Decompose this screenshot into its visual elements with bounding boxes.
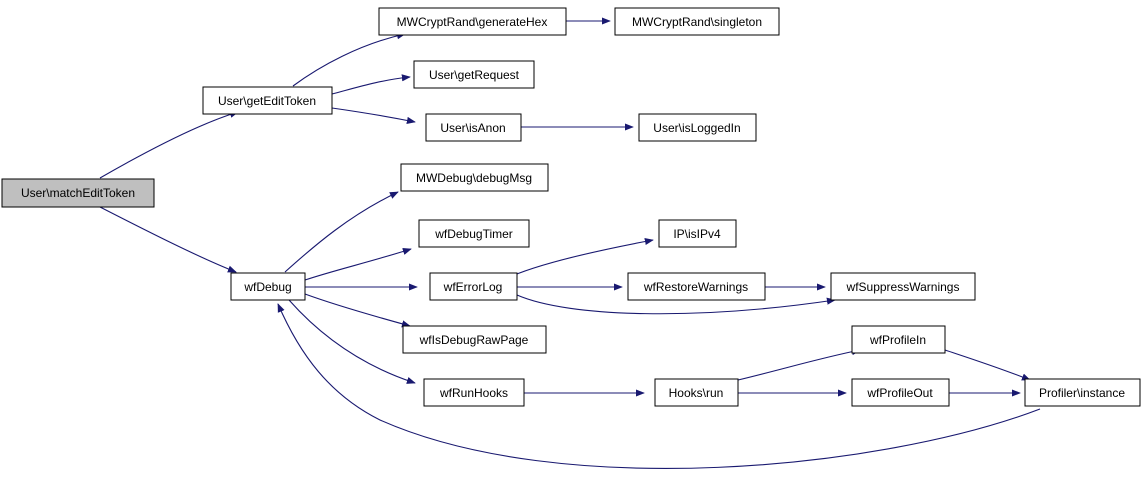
node-label: wfRestoreWarnings xyxy=(643,280,748,294)
node-user-getrequest[interactable]: User\getRequest xyxy=(413,60,535,89)
node-label: wfDebugTimer xyxy=(434,227,513,241)
edge-getedittoken-isanon xyxy=(331,107,416,124)
edge-matchedittoken-wfdebug xyxy=(99,206,237,273)
node-label: User\getEditToken xyxy=(218,94,316,108)
node-wfprofilein[interactable]: wfProfileIn xyxy=(851,325,946,354)
node-user-isanon[interactable]: User\isAnon xyxy=(425,113,522,142)
node-label: IP\isIPv4 xyxy=(673,227,721,241)
node-label: wfProfileOut xyxy=(866,386,933,400)
node-label: User\matchEditToken xyxy=(21,186,135,200)
node-user-getedittoken[interactable]: User\getEditToken xyxy=(202,86,333,115)
node-wfdebugtimer[interactable]: wfDebugTimer xyxy=(418,219,530,248)
node-label: wfErrorLog xyxy=(443,280,503,294)
node-mwcryptrand-generatehex[interactable]: MWCryptRand\generateHex xyxy=(378,7,567,36)
edge-matchedittoken-getedittoken xyxy=(99,110,239,179)
node-label: wfSuppressWarnings xyxy=(846,280,960,294)
edge-getedittoken-getrequest xyxy=(331,74,411,95)
edge-wfdebug-wfdebugtimer xyxy=(304,248,412,281)
node-wfrunhooks[interactable]: wfRunHooks xyxy=(423,378,525,407)
node-user-matchedittoken[interactable]: User\matchEditToken xyxy=(1,178,155,208)
node-user-isloggedin[interactable]: User\isLoggedIn xyxy=(638,113,757,142)
nodes: User\matchEditToken User\getEditToken MW… xyxy=(1,7,1141,407)
edge-wfdebug-isdebugrawpage xyxy=(304,293,411,328)
node-label: MWDebug\debugMsg xyxy=(416,171,532,185)
edge-wferrorlog-suppresswarnings xyxy=(516,294,836,315)
edge-wferrorlog-ipv4 xyxy=(511,237,654,277)
node-mwcryptrand-singleton[interactable]: MWCryptRand\singleton xyxy=(614,7,780,36)
node-label: Profiler\instance xyxy=(1039,386,1125,400)
node-label: wfDebug xyxy=(243,280,291,294)
node-label: MWCryptRand\singleton xyxy=(632,15,762,29)
node-label: User\getRequest xyxy=(429,68,520,82)
node-mwdebug-debugmsg[interactable]: MWDebug\debugMsg xyxy=(400,163,549,192)
node-label: MWCryptRand\generateHex xyxy=(397,15,548,29)
node-wfprofileout[interactable]: wfProfileOut xyxy=(851,378,950,407)
edge-getedittoken-generatehex xyxy=(292,32,406,87)
node-label: wfIsDebugRawPage xyxy=(419,333,529,347)
node-wfisdebugrawpage[interactable]: wfIsDebugRawPage xyxy=(402,325,547,354)
node-label: User\isLoggedIn xyxy=(653,121,740,135)
node-label: wfRunHooks xyxy=(439,386,508,400)
edge-profilerinstance-wfdebug xyxy=(277,303,1041,469)
node-ip-isipv4[interactable]: IP\isIPv4 xyxy=(658,219,737,248)
node-wfrestorewarnings[interactable]: wfRestoreWarnings xyxy=(627,272,766,301)
node-label: User\isAnon xyxy=(440,121,505,135)
edges xyxy=(99,17,1041,469)
edge-wfdebug-debugmsg xyxy=(284,191,399,273)
edge-wfprofilein-profilerinstance xyxy=(944,349,1031,381)
node-hooks-run[interactable]: Hooks\run xyxy=(654,378,739,407)
edge-hooksrun-wfprofilein xyxy=(737,348,861,381)
node-label: wfProfileIn xyxy=(869,333,926,347)
node-label: Hooks\run xyxy=(669,386,724,400)
node-profiler-instance[interactable]: Profiler\instance xyxy=(1024,378,1141,407)
node-wferrorlog[interactable]: wfErrorLog xyxy=(429,272,518,301)
edge-wfdebug-wfrunhooks xyxy=(288,299,416,384)
node-wfdebug[interactable]: wfDebug xyxy=(230,272,306,301)
node-wfsuppresswarnings[interactable]: wfSuppressWarnings xyxy=(830,272,976,301)
